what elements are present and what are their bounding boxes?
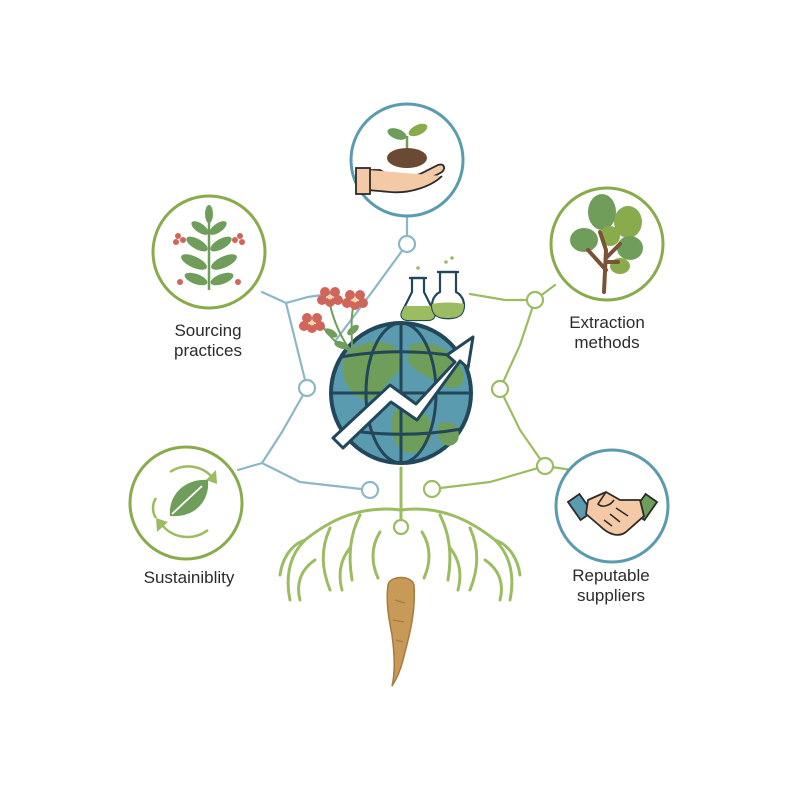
junction-dot [490, 379, 510, 399]
junction-dot [297, 378, 317, 398]
label-line: Reputable [572, 566, 650, 585]
label-extraction: Extraction methods [537, 313, 677, 353]
label-suppliers: Reputable suppliers [541, 566, 681, 606]
label-sourcing: Sourcing practices [138, 321, 278, 361]
label-line: Sustainiblity [143, 568, 235, 587]
label-sustainability: Sustainiblity [109, 568, 269, 588]
label-line: methods [574, 333, 640, 352]
node-planting [349, 102, 465, 218]
herb-plant-icon [173, 205, 245, 290]
connector-top-left [334, 242, 409, 342]
roots-with-taproot-icon [278, 466, 522, 602]
recycle-leaf-icon [151, 465, 217, 539]
connector-suppliers [430, 464, 574, 491]
seedling-in-hand-icon [355, 123, 445, 195]
connector-left-bottom [260, 461, 372, 492]
lab-flasks-icon [400, 256, 466, 322]
label-line: practices [173, 341, 243, 360]
handshake-icon [566, 491, 659, 536]
node-sourcing [151, 194, 267, 310]
junction-dot [535, 456, 555, 476]
label-line: Sourcing [174, 321, 242, 340]
node-sustainability [128, 445, 244, 561]
tree-icon [570, 194, 643, 294]
junction-dot [397, 234, 417, 254]
flowers-icon [299, 287, 368, 353]
junction-dot [525, 290, 545, 310]
connector-left-chain [236, 301, 309, 472]
taproot-icon [386, 576, 416, 687]
label-line: Extraction [569, 313, 645, 332]
globe-with-growth-arrow-icon [329, 321, 475, 465]
root-junction-dot [392, 518, 410, 536]
label-line: suppliers [576, 586, 646, 605]
node-suppliers [554, 448, 670, 564]
junction-dot [360, 480, 380, 500]
junction-dots [297, 234, 555, 500]
connector-extraction [468, 283, 557, 302]
junction-dot [422, 479, 442, 499]
node-extraction [549, 186, 665, 302]
